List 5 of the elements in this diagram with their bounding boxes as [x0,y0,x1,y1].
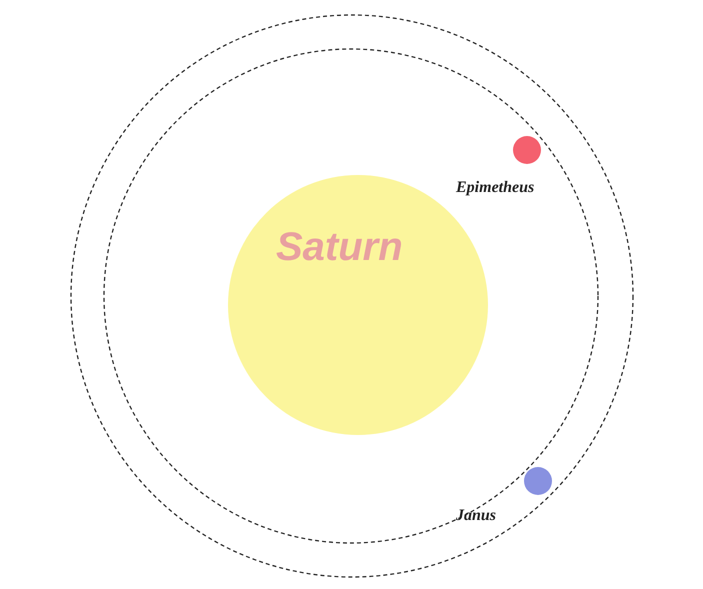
planet-label: Saturn [276,225,403,270]
moon-label: Epimetheus [456,179,534,197]
moon-label: Janus [456,507,496,525]
moon-dot [524,467,552,495]
moon-dot [513,136,541,164]
